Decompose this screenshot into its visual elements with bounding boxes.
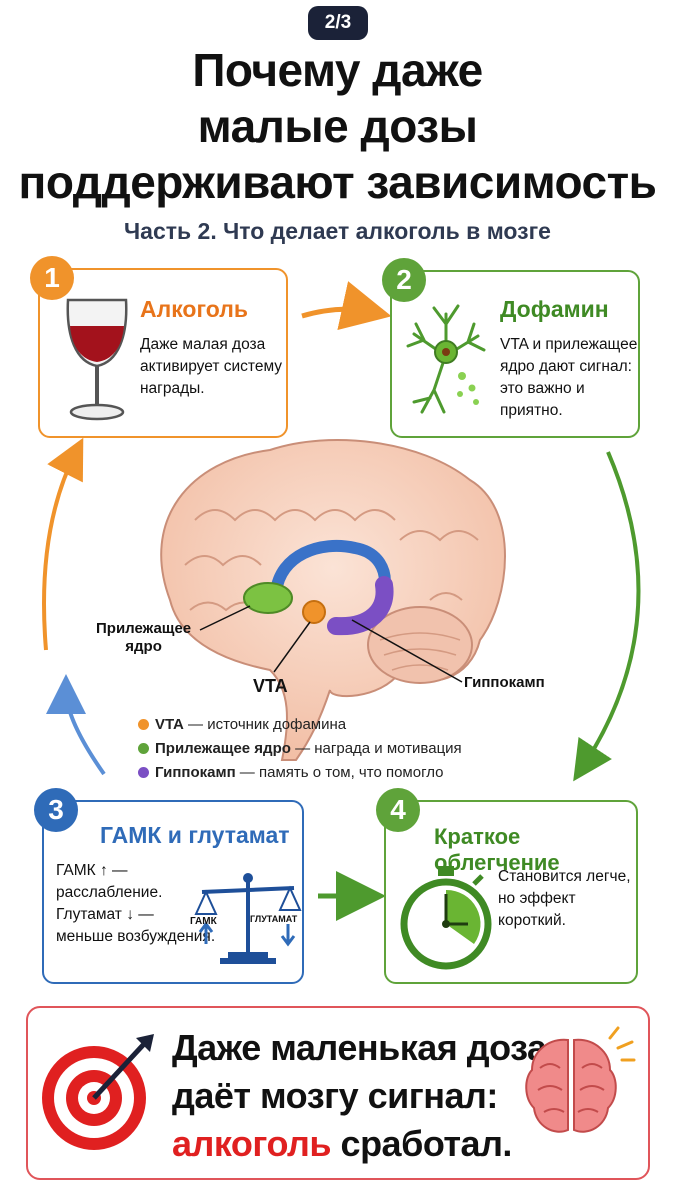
label-nucleus: Прилежащее ядро (96, 620, 192, 655)
brain-icon (525, 1026, 636, 1133)
wine-glass-icon (66, 298, 128, 421)
title-line-1: Почему даже (192, 44, 483, 96)
orange-dot-icon (138, 719, 149, 730)
neuron-icon (406, 304, 486, 414)
step-card-relief: Краткое облегчение Становится легче,но э… (384, 800, 638, 984)
legend-item-hippocampus: Гиппокамп — память о том, что помогло (138, 764, 443, 781)
step-title-alcohol: Алкоголь (140, 296, 248, 322)
conclusion-text: Даже маленькая доза даёт мозгу сигнал: а… (172, 1027, 547, 1164)
page-title: Почему даже малые дозы поддерживают зави… (0, 42, 675, 210)
arrow-2-to-4 (573, 451, 641, 782)
scale-label-glutamate: ГЛУТАМАТ (250, 914, 298, 924)
step-title-relief: Краткое облегчение (434, 824, 560, 875)
label-hippocampus: Гиппокамп (464, 674, 545, 691)
scale-label-gaba: ГАМК (190, 916, 217, 927)
highlight-alcohol: алкоголь (172, 1123, 332, 1164)
label-vta: VTA (253, 676, 288, 696)
purple-dot-icon (138, 767, 149, 778)
step-title-gaba: ГАМК и глутамат (100, 822, 290, 848)
title-line-3: поддерживают зависимость (18, 156, 657, 208)
target-icon (42, 1034, 154, 1150)
step-text-gaba: ГАМК ↑ —расслабление.Глутамат ↓ —меньше … (56, 862, 216, 945)
stopwatch-icon (400, 866, 492, 970)
legend-item-vta: VTA — источник дофамина (138, 716, 346, 733)
step-number-4: 4 (376, 788, 420, 832)
scale-icon (194, 873, 302, 964)
step-number-2: 2 (382, 258, 426, 302)
step-card-gaba: ГАМК и глутамат ГАМК ↑ —расслабление.Глу… (42, 800, 304, 984)
legend-item-nucleus: Прилежащее ядро — награда и мотивация (138, 740, 462, 757)
arrow-to-1 (42, 437, 84, 651)
title-line-2: малые дозы (197, 100, 478, 152)
page-subtitle: Часть 2. Что делает алкоголь в мозге (124, 218, 551, 244)
page-badge: 2/3 (308, 6, 368, 40)
step-title-dopamine: Дофамин (500, 296, 609, 322)
arrow-3-up (46, 674, 106, 776)
green-dot-icon (138, 743, 149, 754)
step-number-3: 3 (34, 788, 78, 832)
step-number-1: 1 (30, 256, 74, 300)
brain-illustration (160, 439, 506, 761)
arrow-1-to-2 (301, 281, 392, 331)
